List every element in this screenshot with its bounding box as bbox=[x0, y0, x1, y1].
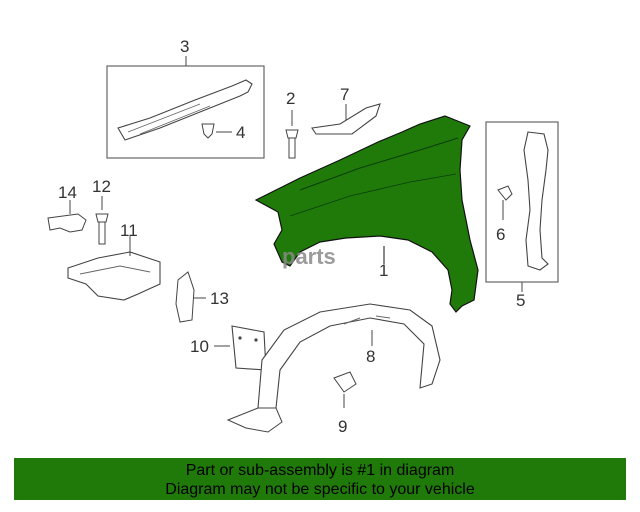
part-7-bracket[interactable] bbox=[311, 103, 381, 135]
callout-10[interactable]: 10 bbox=[190, 337, 209, 356]
callout-4[interactable]: 4 bbox=[236, 123, 245, 142]
callout-6[interactable]: 6 bbox=[496, 225, 505, 244]
callout-9[interactable]: 9 bbox=[338, 417, 347, 436]
part-2-bolt[interactable] bbox=[285, 110, 299, 159]
part-11-bracket[interactable] bbox=[67, 236, 161, 301]
part-5-group[interactable] bbox=[485, 121, 559, 292]
part-1-fender[interactable] bbox=[254, 115, 479, 313]
part-9-clip[interactable] bbox=[333, 371, 357, 408]
callout-8[interactable]: 8 bbox=[366, 347, 375, 366]
part-12-bolt[interactable] bbox=[95, 196, 109, 245]
part-8-liner[interactable] bbox=[226, 303, 441, 433]
callout-14[interactable]: 14 bbox=[58, 183, 77, 202]
callout-7[interactable]: 7 bbox=[340, 85, 349, 104]
callout-1[interactable]: 1 bbox=[379, 261, 388, 280]
part-14-clip[interactable] bbox=[47, 200, 87, 233]
callout-2[interactable]: 2 bbox=[286, 89, 295, 108]
note-line-1: Part or sub-assembly is #1 in diagram bbox=[185, 462, 455, 479]
part-13-shield[interactable] bbox=[175, 271, 206, 323]
callout-11[interactable]: 11 bbox=[120, 221, 138, 240]
callout-12[interactable]: 12 bbox=[92, 177, 111, 196]
note-line-2: Diagram may not be specific to your vehi… bbox=[165, 481, 475, 498]
callout-5[interactable]: 5 bbox=[516, 291, 525, 310]
parts-diagram: parts 1 2 3 4 5 6 7 8 9 10 11 12 13 14 bbox=[47, 37, 559, 436]
part-10-mudflap[interactable] bbox=[214, 325, 267, 371]
callout-3[interactable]: 3 bbox=[180, 37, 189, 56]
diagram-note-banner: Part or sub-assembly is #1 in diagram Di… bbox=[14, 458, 626, 500]
watermark-text: parts bbox=[282, 244, 336, 269]
part-3-group[interactable] bbox=[106, 56, 265, 159]
callout-13[interactable]: 13 bbox=[210, 289, 229, 308]
